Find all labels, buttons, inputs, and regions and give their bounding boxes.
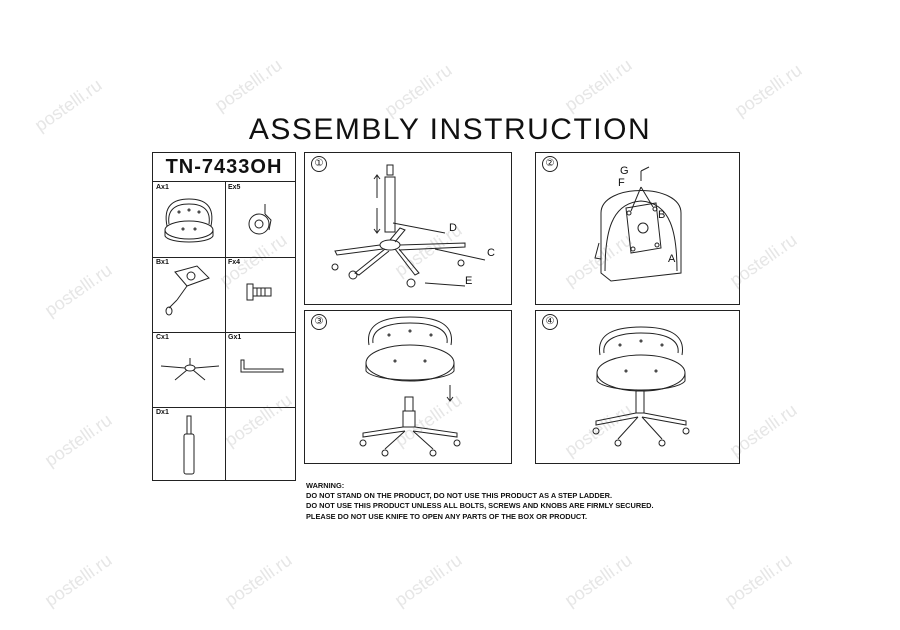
step-2-label-a: A <box>668 253 676 265</box>
watermark-text: postelli.ru <box>720 549 796 611</box>
seat-onto-base-illustration <box>359 316 461 457</box>
caster-wheel-icon <box>248 204 272 235</box>
part-label-f: Fx4 <box>228 259 241 266</box>
warning-notice: WARNING: DO NOT STAND ON THE PRODUCT, DO… <box>306 481 654 522</box>
step-3-panel: ③ <box>304 310 512 464</box>
step-1-number: ① <box>311 156 327 172</box>
step-4-number: ④ <box>542 314 558 330</box>
part-label-g: Gx1 <box>228 334 242 341</box>
row-divider <box>153 257 295 258</box>
parts-divider <box>225 182 226 480</box>
warning-line-2: DO NOT USE THIS PRODUCT UNLESS ALL BOLTS… <box>306 501 654 511</box>
star-base-icon <box>160 358 220 381</box>
chair-seat-icon <box>164 198 214 243</box>
watermark-text: postelli.ru <box>40 409 116 471</box>
part-label-a: Ax1 <box>156 184 169 191</box>
parts-list: Ax1 Ex5 Bx1 Fx4 Cx1 Gx1 <box>152 181 296 481</box>
bolt-icon <box>246 283 272 301</box>
watermark-text: postelli.ru <box>390 549 466 611</box>
part-label-c: Cx1 <box>156 334 169 341</box>
watermark-text: postelli.ru <box>220 549 296 611</box>
warning-heading: WARNING: <box>306 481 345 490</box>
step-2-label-f: F <box>618 177 625 189</box>
step-1-label-d: D <box>449 222 457 234</box>
finished-chair-illustration <box>592 326 690 447</box>
mechanism-attach-illustration <box>594 166 682 282</box>
hex-key-icon <box>240 359 284 373</box>
watermark-text: postelli.ru <box>380 59 456 121</box>
base-assembly-illustration <box>331 164 486 288</box>
part-label-d: Dx1 <box>156 409 169 416</box>
row-divider <box>153 407 295 408</box>
gas-lift-icon <box>183 415 195 475</box>
step-3-number: ③ <box>311 314 327 330</box>
part-label-e: Ex5 <box>228 184 241 191</box>
step-4-panel: ④ <box>535 310 740 464</box>
watermark-text: postelli.ru <box>560 54 636 116</box>
row-divider <box>153 332 295 333</box>
step-1-label-e: E <box>465 275 473 287</box>
page-title: ASSEMBLY INSTRUCTION <box>248 113 652 146</box>
watermark-text: postelli.ru <box>560 549 636 611</box>
warning-line-1: DO NOT STAND ON THE PRODUCT, DO NOT USE … <box>306 491 613 501</box>
model-number: TN-7433OH <box>152 152 296 182</box>
step-1-panel: ① D C E <box>304 152 512 305</box>
seat-mechanism-icon <box>165 265 210 316</box>
step-1-label-c: C <box>487 247 495 259</box>
watermark-text: postelli.ru <box>40 549 116 611</box>
part-label-b: Bx1 <box>156 259 169 266</box>
watermark-text: postelli.ru <box>210 54 286 116</box>
step-2-panel: ② G F B A <box>535 152 740 305</box>
step-2-label-b: B <box>658 209 666 221</box>
warning-line-3: PLEASE DO NOT USE KNIFE TO OPEN ANY PART… <box>306 511 588 521</box>
watermark-text: postelli.ru <box>730 59 806 121</box>
step-2-number: ② <box>542 156 558 172</box>
step-2-label-g: G <box>620 165 629 177</box>
watermark-text: postelli.ru <box>40 259 116 321</box>
